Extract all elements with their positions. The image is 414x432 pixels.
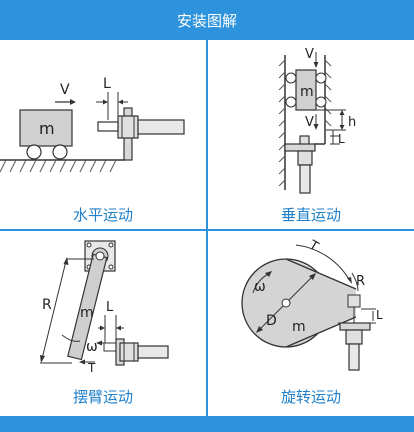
label-m: m (39, 119, 55, 138)
header-bar: 安装图解 (0, 0, 414, 40)
header-title: 安装图解 (176, 11, 237, 30)
cell-rotary-motion: T R ω D m L 旋转运动 (208, 231, 414, 416)
label-v: V (305, 47, 314, 62)
label-r: R (42, 297, 52, 313)
label-t: T (305, 237, 320, 254)
rotary-motion-diagram: T R ω D m L (241, 237, 383, 371)
label-m: m (292, 319, 306, 335)
label-t: T (87, 361, 96, 375)
vertical-motion-diagram: V m V h L (278, 47, 356, 194)
swing-arm-motion-diagram: R m L ω T (40, 240, 169, 375)
label-v: V (60, 82, 70, 98)
label-m: m (80, 305, 94, 321)
label-h: h (348, 115, 356, 130)
label-l: L (376, 308, 383, 322)
caption-rotary-motion: 旋转运动 (280, 388, 341, 406)
cell-vertical-motion: V m V h L 垂直运动 (208, 40, 414, 229)
label-m: m (300, 84, 314, 100)
caption-vertical-motion: 垂直运动 (280, 206, 341, 224)
label-omega: ω (86, 339, 98, 355)
caption-swing-arm-motion: 摆臂运动 (72, 388, 133, 406)
horizontal-motion-diagram: V L m (0, 76, 185, 173)
label-d: D (266, 313, 277, 329)
label-v-lower: V (305, 115, 314, 130)
label-l: L (103, 76, 111, 92)
grid-divider-horizontal (0, 229, 414, 231)
cell-swing-arm-motion: R m L ω T 摆臂运动 (0, 231, 206, 416)
label-l: L (106, 300, 114, 315)
label-r: R (356, 274, 365, 289)
grid-divider-vertical (206, 40, 208, 416)
caption-horizontal-motion: 水平运动 (72, 206, 133, 224)
cell-horizontal-motion: V L m 水平运动 (0, 40, 206, 229)
footer-bar (0, 416, 414, 432)
label-omega: ω (254, 279, 266, 295)
label-l: L (338, 132, 345, 146)
